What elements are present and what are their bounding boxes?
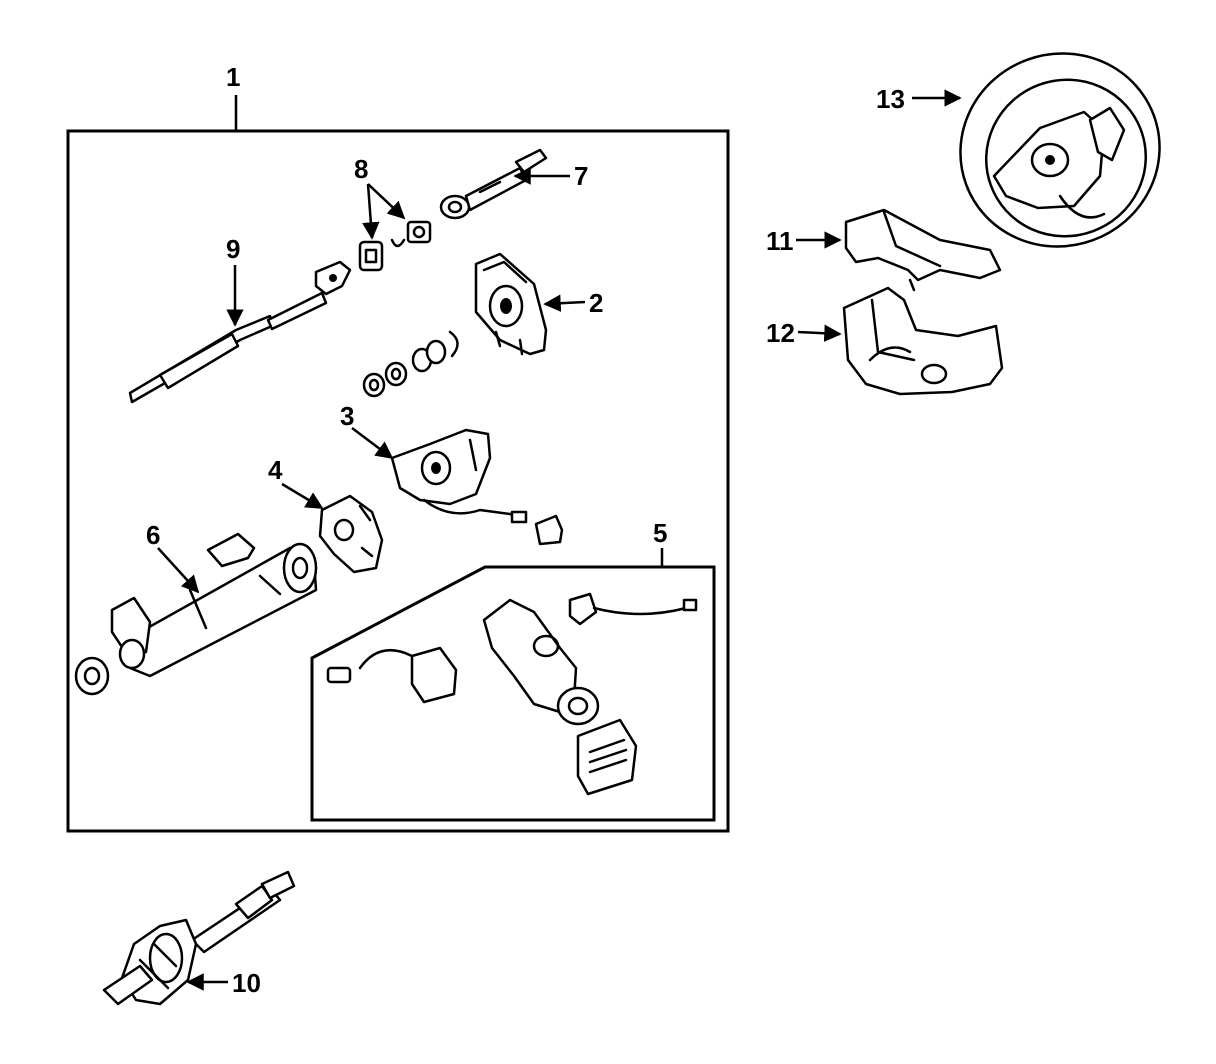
callout-7: 7 (574, 161, 588, 191)
leader-8b (367, 183, 406, 220)
callout-8: 8 (354, 154, 368, 184)
callout-3: 3 (340, 401, 354, 431)
callout-1: 1 (226, 62, 240, 92)
callout-9: 9 (226, 234, 240, 264)
part-13-steering-wheel (959, 52, 1161, 248)
part-5-ignition-assembly (326, 592, 698, 796)
callout-11: 11 (766, 226, 794, 256)
subassembly-frame (310, 565, 716, 822)
part-9-shaft (128, 260, 352, 404)
part-4-bracket (318, 494, 384, 574)
callout-12: 12 (766, 318, 795, 348)
leader-2 (543, 294, 586, 312)
leader-12 (797, 324, 842, 342)
callout-2: 2 (589, 288, 603, 318)
callout-13: 13 (876, 84, 905, 114)
callout-4: 4 (268, 455, 283, 485)
leader-8a (362, 183, 380, 240)
callout-5: 5 (653, 518, 667, 548)
part-3-switch-housing (390, 428, 528, 524)
part-10-coupling (102, 870, 296, 1006)
part-rings (362, 330, 459, 398)
part-nut (74, 656, 110, 696)
part-7-upper-shaft (439, 148, 548, 220)
part-2-housing (474, 252, 548, 356)
part-8-bearings (358, 220, 432, 272)
part-6-jacket (110, 532, 318, 678)
part-connector (534, 514, 564, 546)
part-11-upper-shroud (844, 208, 1002, 292)
callout-6: 6 (146, 520, 160, 550)
callout-10: 10 (232, 968, 261, 998)
leader-3 (351, 427, 394, 460)
leader-4 (281, 482, 324, 510)
assembly-frame (66, 129, 730, 833)
leader-6 (157, 547, 200, 594)
part-12-lower-shroud (842, 286, 1004, 396)
